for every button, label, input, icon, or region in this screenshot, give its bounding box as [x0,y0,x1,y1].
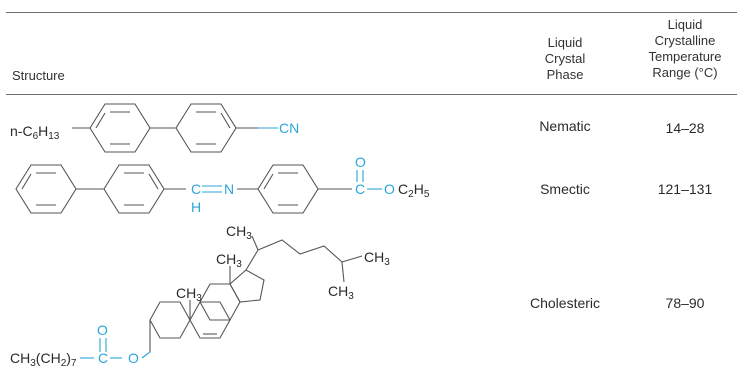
svg-text:O: O [97,322,108,338]
nonanoyl-chain-label: CH3(CH2)7 [10,350,77,369]
ethyl-label: C2H5 [398,181,430,200]
cyano-label: CN [279,120,299,136]
svg-text:C: C [98,350,108,366]
svg-text:N: N [224,181,234,197]
row1-phase: Nematic [539,118,591,134]
svg-text:CH3: CH3 [216,251,242,270]
alkyl-label: n-C6H13 [10,123,60,142]
svg-text:H: H [191,199,201,215]
header-temperature: Liquid Crystalline Temperature Range (°C… [648,17,722,80]
structure-cholesteric: CH3 CH3 CH3 CH3 CH3 O C O CH3(CH2)7 [10,223,390,369]
benzene-ring [257,164,319,214]
benzene-ring [15,164,77,214]
benzene-ring [89,103,151,153]
row3-phase: Cholesteric [529,295,601,311]
svg-text:CH3: CH3 [226,223,252,242]
benzene-ring [175,103,237,153]
table-top-rule [6,12,737,13]
steroid-ring-a [149,301,191,339]
svg-text:O: O [384,181,395,197]
svg-text:CH3: CH3 [328,283,354,302]
header-structure: Structure [12,68,65,83]
row2-range: 121–131 [657,181,713,197]
header-phase: Liquid Crystal Phase [544,35,586,82]
benzene-ring [103,164,165,214]
structure-smectic: C H N C O O C2H5 [15,154,430,215]
svg-text:O: O [128,350,139,366]
structure-nematic: n-C6H13 CN [10,103,299,153]
steroid-ring-d [229,269,265,303]
row3-range: 78–90 [665,295,705,311]
svg-text:O: O [355,154,366,170]
header-bottom-rule [6,94,737,95]
svg-text:CH3: CH3 [364,249,390,268]
row1-range: 14–28 [665,120,705,136]
svg-text:C: C [355,181,365,197]
row2-phase: Smectic [540,181,590,197]
svg-text:C: C [191,181,201,197]
svg-text:CH3: CH3 [176,285,202,304]
